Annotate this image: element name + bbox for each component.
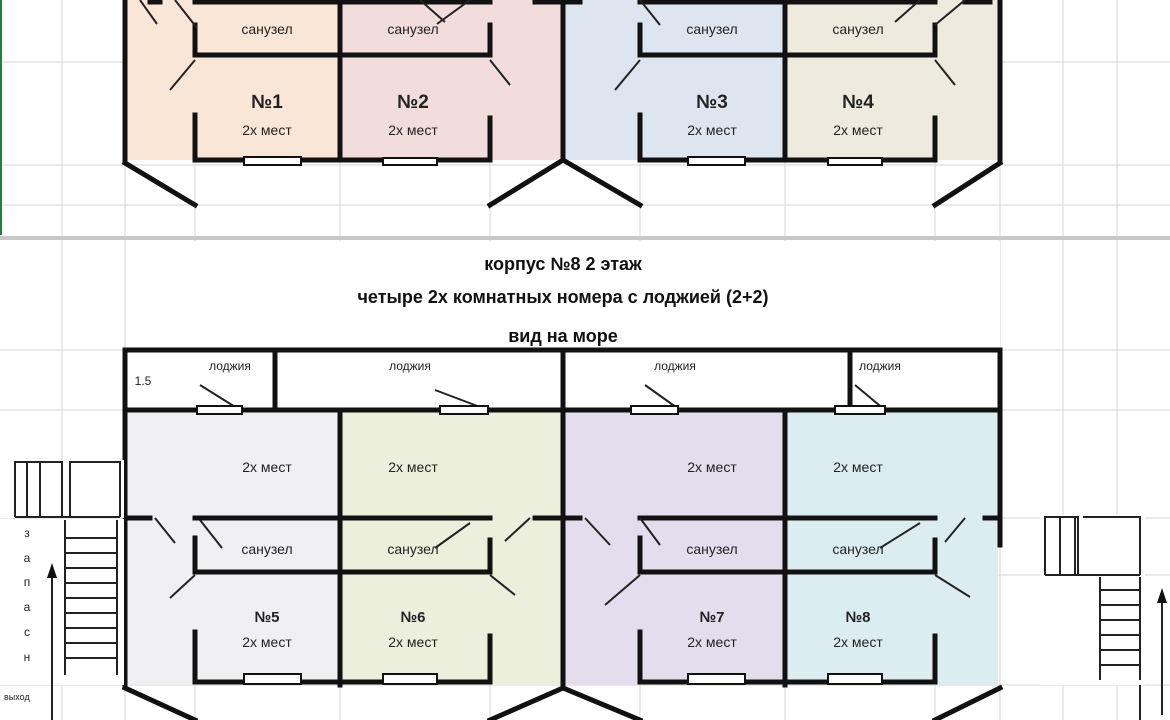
- upper-beds-label: 2х мест: [687, 459, 737, 475]
- room-number: №6: [400, 609, 425, 626]
- room-number: №7: [699, 609, 724, 626]
- room-4-area: [785, 0, 998, 160]
- beds-label: 2х мест: [833, 122, 883, 138]
- svg-text:с: с: [24, 625, 30, 639]
- arrow-up-icon: [47, 563, 57, 578]
- room-4: санузел №4 2х мест: [832, 21, 883, 138]
- room-3-area: [565, 0, 785, 160]
- svg-text:з: з: [24, 526, 30, 540]
- room-2: санузел №2 2х мест: [387, 21, 438, 138]
- room-7: 2х мест санузел №7 2х мест: [686, 459, 737, 650]
- room-number: №1: [251, 92, 283, 113]
- svg-text:а: а: [24, 551, 31, 565]
- room-number: №5: [254, 609, 279, 626]
- beds-label: 2х мест: [833, 634, 883, 650]
- beds-label: 2х мест: [388, 634, 438, 650]
- room-8: 2х мест санузел №8 2х мест: [832, 459, 883, 650]
- beds-label: 2х мест: [242, 634, 292, 650]
- left-emergency-stairs: з а п а с н выход: [0, 460, 124, 720]
- beds-label: 2х мест: [687, 122, 737, 138]
- right-emergency-stairs: [1040, 515, 1167, 720]
- bathroom-label: санузел: [832, 21, 883, 37]
- loggia-label: лоджия: [654, 359, 696, 373]
- arrow-up-icon: [1157, 588, 1167, 603]
- floor-2: 1.5 лоджия лоджия лоджия лоджия 2х мест …: [121, 347, 1004, 720]
- room-1: санузел №1 2х мест: [241, 21, 292, 138]
- room-3: санузел №3 2х мест: [686, 21, 737, 138]
- bathroom-label: санузел: [832, 541, 883, 557]
- room-number: №8: [845, 609, 870, 626]
- loggia-size: 1.5: [135, 374, 152, 388]
- room-number: №2: [397, 92, 429, 113]
- room-5-area: [127, 412, 340, 685]
- bathroom-label: санузел: [686, 541, 737, 557]
- room-number: №3: [696, 92, 728, 113]
- room-1-area: [127, 0, 340, 160]
- bathroom-label: санузел: [241, 541, 292, 557]
- room-5: 2х мест санузел №5 2х мест: [241, 459, 292, 650]
- room-6-area: [340, 412, 562, 685]
- beds-label: 2х мест: [242, 122, 292, 138]
- loggia-label: лоджия: [209, 359, 251, 373]
- bathroom-label: санузел: [241, 21, 292, 37]
- building-floor-title: корпус №8 2 этаж: [484, 254, 642, 274]
- exit-label: выход: [4, 692, 30, 702]
- upper-beds-label: 2х мест: [242, 459, 292, 475]
- beds-label: 2х мест: [687, 634, 737, 650]
- bathroom-label: санузел: [387, 541, 438, 557]
- floor-1: санузел №1 2х мест санузел №2 2х мест са…: [121, 0, 1004, 209]
- loggia-label: лоджия: [859, 359, 901, 373]
- view-description: вид на море: [508, 326, 618, 346]
- svg-text:п: п: [24, 575, 31, 589]
- room-7-area: [565, 412, 785, 685]
- sheet-edge: [0, 0, 2, 235]
- svg-text:а: а: [24, 600, 31, 614]
- emergency-vertical-label: з а п а с н: [24, 526, 31, 664]
- upper-beds-label: 2х мест: [388, 459, 438, 475]
- room-number: №4: [842, 92, 874, 113]
- svg-text:н: н: [24, 650, 31, 664]
- bathroom-label: санузел: [387, 21, 438, 37]
- bathroom-label: санузел: [686, 21, 737, 37]
- room-8-area: [785, 412, 998, 685]
- loggia-label: лоджия: [389, 359, 431, 373]
- room-2-area: [340, 0, 562, 160]
- sheet-separator: [0, 236, 1170, 240]
- beds-label: 2х мест: [388, 122, 438, 138]
- rooms-description: четыре 2х комнатных номера с лоджией (2+…: [357, 287, 768, 307]
- room-6: 2х мест санузел №6 2х мест: [387, 459, 438, 650]
- upper-beds-label: 2х мест: [833, 459, 883, 475]
